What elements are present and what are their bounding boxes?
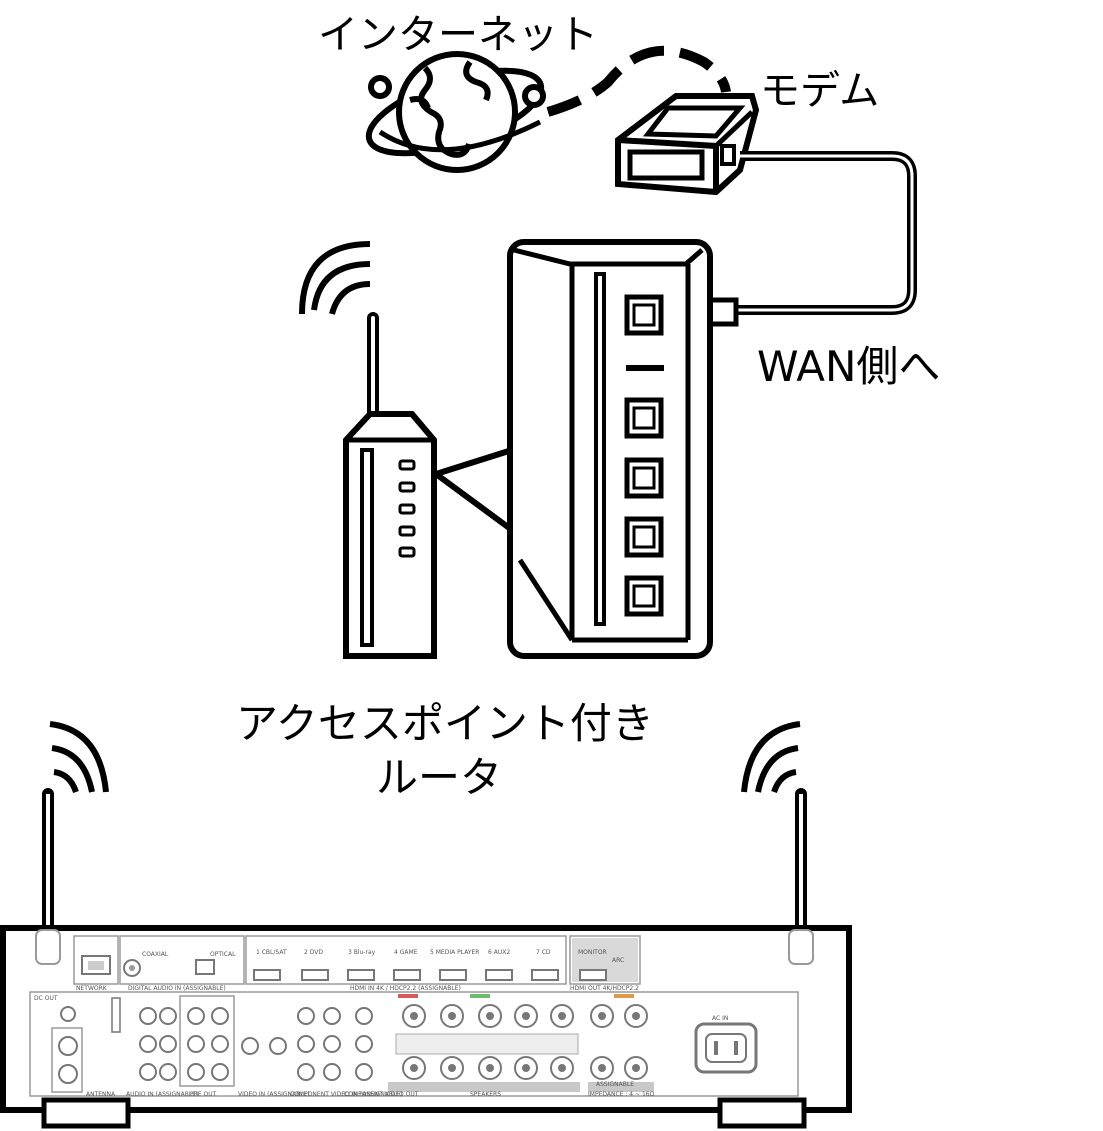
- ethernet-port-icon-lan1: [624, 397, 664, 439]
- impedance-label: IMPEDANCE : 4 ~ 16Ω: [588, 1091, 655, 1098]
- ethernet-port-icon-lan4: [624, 575, 664, 617]
- ac-in-label: AC IN: [712, 1015, 728, 1022]
- ethernet-port-icon-lan2: [624, 457, 664, 499]
- hdmi-in-5-label: 5 MEDIA PLAYER: [430, 949, 479, 956]
- router-label-line2: ルータ: [376, 753, 503, 802]
- hdmi-in-6-label: 6 AUX2: [488, 949, 510, 956]
- wan-side-label: WAN側へ: [757, 342, 941, 391]
- modem-label: モデム: [760, 68, 880, 114]
- globe-icon: [365, 51, 546, 173]
- hdmi-in-1-label: 1 CBL/SAT: [256, 949, 287, 956]
- internet-link: [546, 45, 731, 117]
- hdmi-in-2-label: 2 DVD: [304, 949, 323, 956]
- ac-inlet-icon: [694, 1022, 758, 1074]
- hdmi-in-label: HDMI IN 4K / HDCP2.2 (ASSIGNABLE): [350, 985, 461, 992]
- modem-icon: [615, 93, 760, 196]
- network-port-label: NETWORK: [76, 985, 108, 992]
- hdmi-out-label: HDMI OUT 4K/HDCP2.2: [570, 985, 639, 992]
- audio-in-label: AUDIO IN (ASSIGNABLE): [126, 1091, 198, 1098]
- hdmi-in-3-label: 3 Blu-ray: [348, 949, 376, 956]
- coaxial-label: COAXIAL: [142, 951, 169, 958]
- assignable-label: ASSIGNABLE: [596, 1081, 634, 1088]
- optical-label: OPTICAL: [210, 951, 236, 958]
- router-label-line1: アクセスポイント付き: [236, 699, 654, 748]
- ethernet-port-icon-lan3: [624, 516, 664, 558]
- antenna-label: ANTENNA: [86, 1091, 116, 1098]
- component-video-in-label: COMPONENT VIDEO IN (ASSIGNABLE): [290, 1091, 403, 1098]
- video-in-label: VIDEO IN (ASSIGNABLE): [238, 1091, 310, 1098]
- wan-cable-inner: [736, 154, 914, 312]
- wan-cable: [736, 151, 917, 315]
- av-receiver-icon: NETWORK DIGITAL AUDIO IN (ASSIGNABLE) CO…: [0, 788, 852, 1129]
- dc-out-label: DC OUT: [34, 995, 58, 1002]
- hdmi-in-4-label: 4 GAME: [394, 949, 418, 956]
- digital-audio-label: DIGITAL AUDIO IN (ASSIGNABLE): [128, 985, 226, 992]
- internet-label: インターネット: [318, 12, 598, 58]
- wifi-signal-icon-receiver-left: [49, 721, 109, 794]
- wifi-signal-icon-receiver-right: [741, 721, 801, 794]
- hdmi-in-7-label: 7 CD: [536, 949, 551, 956]
- wifi-signal-icon: [299, 241, 371, 315]
- router-icon: [343, 312, 437, 659]
- speakers-label: SPEAKERS: [470, 1091, 501, 1098]
- component-video-out-label: COMPONENT VIDEO OUT: [344, 1091, 419, 1098]
- arc-label: ARC: [612, 957, 624, 964]
- router-callout-pointer: [433, 447, 515, 533]
- pre-out-label: PRE OUT: [190, 1091, 217, 1098]
- router-back-panel: [507, 239, 713, 659]
- monitor-label: MONITOR: [578, 949, 607, 956]
- ethernet-port-icon-wan: [624, 294, 664, 336]
